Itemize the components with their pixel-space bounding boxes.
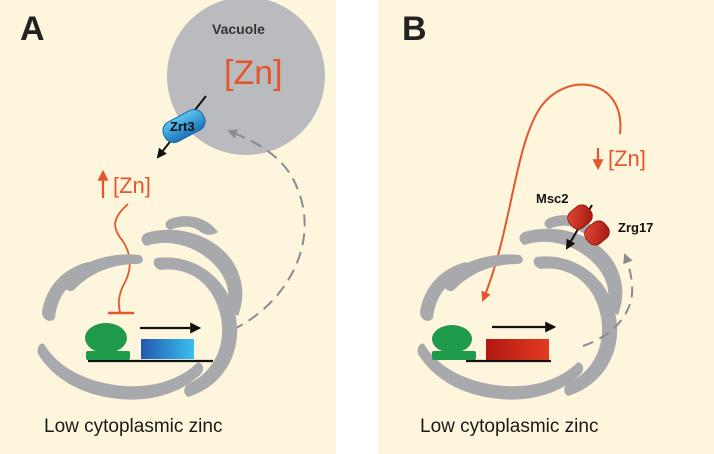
msc2-transporter [567,204,593,230]
panel-a: A Vacuole [Zn] Zrt3 [Zn] [0,0,336,454]
er-membranes [37,216,243,400]
vacuole [167,0,325,155]
gene-zrt3 [141,339,194,359]
cytoplasm-zinc-label: [Zn] [113,173,151,198]
vacuole-label: Vacuole [212,21,265,37]
msc2-label: Msc2 [536,191,569,206]
zrt3-transporter [162,108,206,144]
zrg17-transporter [584,220,610,246]
vacuole-import-arrow [227,129,306,331]
vacuole-zinc-label: [Zn] [224,54,283,92]
panel-a-caption: Low cytoplasmic zinc [44,416,222,437]
panel-b-letter: B [402,10,427,48]
transcription-factor [432,325,472,353]
gene-msc2 [486,339,549,360]
panel-b: B [Zn] Msc2 Zrg17 [378,0,714,454]
er-zinc-label: [Zn] [608,146,646,171]
panel-b-caption: Low cytoplasmic zinc [420,416,598,437]
zrg17-label: Zrg17 [618,220,653,235]
transcription-factor [85,323,127,353]
tf-base [432,351,476,360]
zrt3-label: Zrt3 [170,119,195,134]
tf-base [86,351,130,360]
panel-a-letter: A [20,10,45,48]
panel-b-background [378,0,714,454]
zinc-release-arrow [481,83,622,302]
er-import-arrow [582,253,634,347]
